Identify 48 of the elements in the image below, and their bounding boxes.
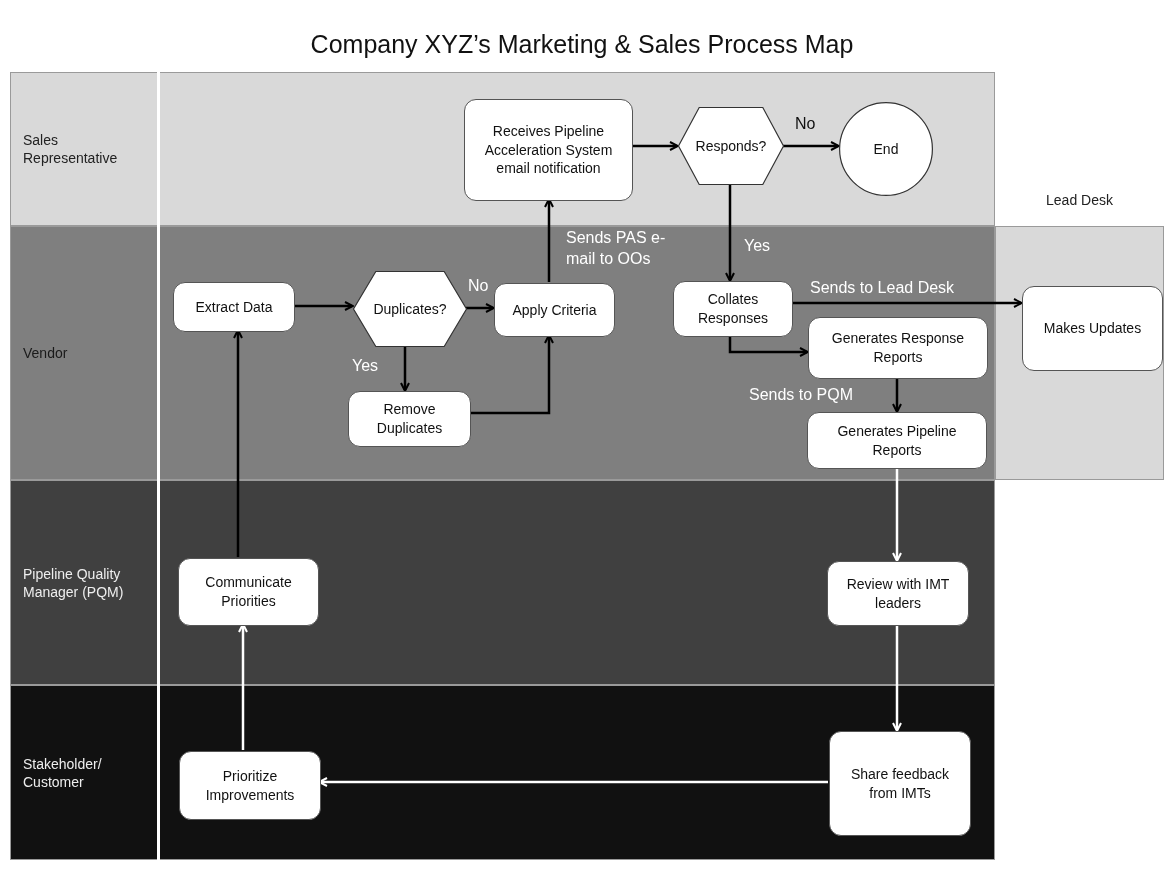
swimlane bbox=[10, 685, 995, 860]
arrow bbox=[318, 777, 828, 787]
process-box: Collates Responses bbox=[673, 281, 793, 337]
edge-label: Sends to Lead Desk bbox=[810, 278, 956, 298]
lane-label: Stakeholder/ Customer bbox=[23, 754, 103, 791]
arrow bbox=[892, 378, 902, 413]
process-box: Remove Duplicates bbox=[348, 391, 471, 447]
arrow bbox=[544, 198, 554, 282]
edge-label: Sends to PQM bbox=[749, 385, 855, 405]
arrow bbox=[466, 303, 495, 313]
process-box: Review with IMT leaders bbox=[827, 561, 969, 626]
edge-label: Sends PAS e-mail to OOs bbox=[566, 228, 667, 269]
swimlane bbox=[10, 226, 995, 480]
arrow bbox=[233, 329, 243, 557]
lane-label: Vendor bbox=[23, 343, 69, 363]
arrow bbox=[238, 623, 248, 750]
end-circle: End bbox=[839, 102, 933, 196]
arrow bbox=[632, 141, 679, 151]
process-box: Generates Response Reports bbox=[808, 317, 988, 379]
swimlane bbox=[10, 72, 995, 226]
arrow bbox=[725, 184, 735, 282]
arrow bbox=[470, 334, 554, 415]
lane-label: Lead Desk bbox=[1045, 191, 1114, 210]
process-box: Communicate Priorities bbox=[178, 558, 319, 626]
swimlane bbox=[10, 480, 995, 685]
arrow bbox=[892, 625, 902, 732]
lane-label: Sales Representative bbox=[23, 130, 119, 168]
edge-label: No bbox=[795, 114, 817, 134]
arrow bbox=[294, 301, 354, 311]
edge-label: Yes bbox=[744, 236, 772, 256]
diagram-title: Company XYZ’s Marketing & Sales Process Map bbox=[309, 30, 855, 59]
process-box: Makes Updates bbox=[1022, 286, 1163, 371]
arrow bbox=[783, 141, 840, 151]
arrow bbox=[892, 468, 902, 562]
process-box: Apply Criteria bbox=[494, 283, 615, 337]
process-box: Receives Pipeline Acceleration System email notification bbox=[464, 99, 633, 201]
process-box: Prioritize Improvements bbox=[179, 751, 321, 820]
process-box: Extract Data bbox=[173, 282, 295, 332]
decision-hexagon: Responds? bbox=[678, 107, 784, 185]
decision-hexagon: Duplicates? bbox=[353, 271, 467, 347]
arrow bbox=[400, 346, 410, 392]
process-box: Generates Pipeline Reports bbox=[807, 412, 987, 469]
lane-label: Pipeline Quality Manager (PQM) bbox=[23, 564, 125, 601]
edge-label: Yes bbox=[352, 356, 380, 376]
arrow bbox=[792, 298, 1023, 308]
edge-label: No bbox=[468, 276, 490, 296]
arrow bbox=[728, 336, 809, 357]
process-box: Share feedback from IMTs bbox=[829, 731, 971, 836]
